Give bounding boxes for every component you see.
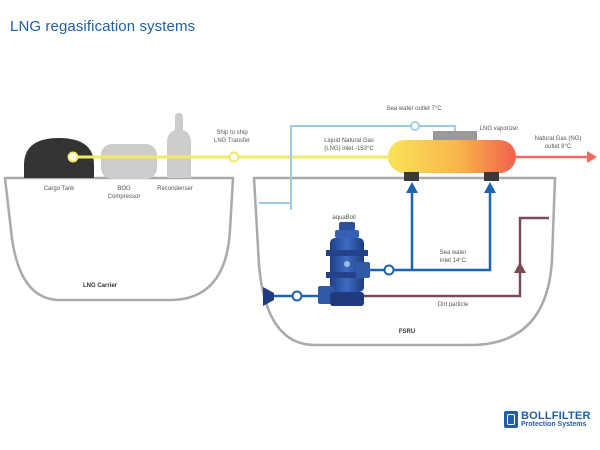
recondenser-label: Recondenser bbox=[157, 186, 193, 192]
cargo-tank-connection bbox=[67, 151, 79, 163]
lng-vaporizer bbox=[388, 140, 516, 173]
cargo-tank bbox=[24, 138, 94, 178]
sea-water-outlet-label: Sea water outlet 7°C bbox=[386, 106, 442, 112]
ng-outlet-label-2: outlet 8°C bbox=[545, 144, 572, 150]
recondenser bbox=[167, 113, 191, 178]
sea-chest-inlet bbox=[263, 287, 274, 306]
page-title: LNG regasification systems bbox=[10, 18, 196, 35]
ng-outlet-label-1: Natural Gas (NG) bbox=[535, 136, 582, 142]
bog-compressor-label-2: Compressor bbox=[108, 194, 141, 200]
dirt-particle-label: Dirt particle bbox=[438, 302, 469, 308]
ng-outlet-arrow bbox=[587, 151, 597, 163]
logo-name: BOLLFILTER bbox=[521, 410, 591, 422]
ship-to-ship-valve bbox=[228, 151, 240, 163]
filter-outlet-valve bbox=[383, 264, 395, 276]
bog-compressor-label-1: BOG bbox=[117, 186, 131, 192]
lng-carrier-label: LNG Carrier bbox=[83, 283, 118, 289]
fsru-label: FSRU bbox=[399, 329, 415, 335]
vaporizer-top-box bbox=[433, 131, 477, 142]
bog-compressor bbox=[101, 144, 157, 179]
lng-vaporizer-label: LNG vaporizer bbox=[480, 126, 519, 132]
lng-inlet-label-2: (LNG) inlet -153°C bbox=[324, 146, 374, 152]
bollfilter-logo-icon bbox=[504, 411, 518, 428]
arrow-to-vaporizer-left bbox=[406, 182, 418, 193]
sea-water-inlet-label-2: inlet 14°C bbox=[440, 258, 467, 264]
aquaboll-filter bbox=[318, 222, 370, 306]
ship-to-ship-label-1: Ship to ship bbox=[216, 130, 248, 136]
logo-subtitle: Protection Systems bbox=[521, 421, 587, 428]
ship-to-ship-label-2: LNG Transfer bbox=[214, 138, 250, 144]
sea-water-inlet-label-1: Sea water bbox=[439, 250, 466, 256]
lng-inlet-label-1: Liquid Natural Gas bbox=[324, 138, 374, 144]
aquaboll-label: aquaBoll bbox=[332, 215, 355, 221]
lng-carrier-hull bbox=[3, 176, 235, 302]
vaporizer-support-left bbox=[404, 172, 419, 181]
dirt-particle-line bbox=[362, 216, 549, 298]
sea-water-outlet-valve bbox=[410, 121, 420, 131]
pump-inlet-valve bbox=[291, 290, 303, 302]
dirt-line-arrow bbox=[514, 262, 526, 273]
fsru-hull bbox=[252, 176, 557, 347]
cargo-tank-label: Cargo Tank bbox=[44, 186, 76, 192]
sea-water-to-vaporizer-line bbox=[365, 186, 492, 272]
arrow-to-vaporizer-right bbox=[484, 182, 496, 193]
vaporizer-support-right bbox=[484, 172, 499, 181]
